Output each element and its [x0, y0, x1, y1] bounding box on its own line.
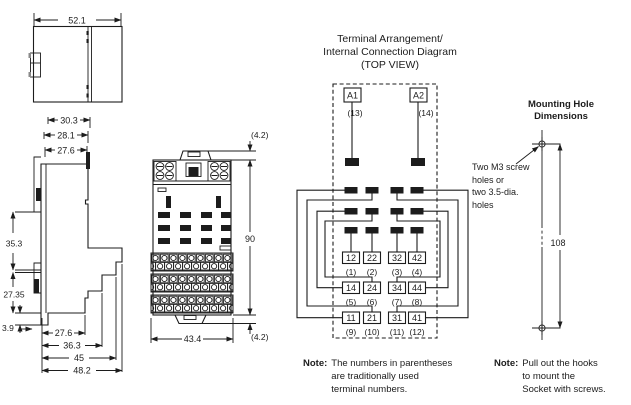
note2-line3: Socket with screws.: [522, 384, 606, 395]
terminal-31: 31: [392, 313, 402, 323]
mounting-hole-drawing: 108: [515, 130, 566, 340]
terminal-11: 11: [346, 313, 355, 323]
terminal-34: 34: [392, 283, 402, 293]
side-dim-35-3: 35.3: [6, 239, 23, 249]
mounting-title-line1: Mounting Hole: [528, 99, 594, 110]
screw-terminals-top: [155, 162, 229, 180]
mounting-hole-top: [532, 137, 561, 151]
side-view-drawing: 30.3 28.1 27.6 35.3 27.35 3.9 27.6 36.3 …: [2, 116, 123, 376]
terminal-number-boxes: 12 22 32 42 (1) (2) (3) (4) 14 24 34 44 …: [341, 251, 427, 337]
front-dim-4-2-top: (4.2): [251, 130, 269, 140]
side-dim-45: 45: [74, 353, 84, 363]
terminal-title-line1: Terminal Arrangement/: [337, 33, 443, 45]
terminal-41: 41: [412, 313, 422, 323]
front-view-body: [150, 150, 234, 325]
side-dim-36-3: 36.3: [63, 341, 81, 351]
callout-line2: holes or: [472, 174, 505, 185]
terminal-31-paren: (11): [390, 327, 405, 337]
top-view-drawing: 52.1: [28, 13, 123, 103]
terminal-24-paren: (6): [367, 297, 378, 307]
terminal-21-paren: (10): [364, 327, 379, 337]
side-dim-48-2: 48.2: [73, 366, 91, 376]
contact-pins: [344, 187, 424, 234]
terminal-44: 44: [412, 283, 422, 293]
relay-windows: [158, 212, 231, 244]
terminal-12-paren: (1): [346, 267, 357, 277]
terminal-21: 21: [367, 313, 377, 323]
terminal-42-paren: (4): [412, 267, 423, 277]
terminal-12: 12: [346, 253, 356, 263]
terminal-42: 42: [412, 253, 422, 263]
mounting-pitch-dimension: 108: [550, 143, 566, 329]
top-view-width-dimension: 52.1: [33, 13, 122, 26]
callout-arrow: [515, 146, 539, 165]
terminal-diagram-title: Terminal Arrangement/ Internal Connectio…: [285, 33, 495, 72]
callout-line3: two 3.5-dia.: [472, 187, 519, 197]
terminal-14: 14: [346, 283, 356, 293]
front-dim-4-2-bottom: (4.2): [251, 332, 269, 342]
side-view-bottom-dimensions: 27.6 36.3 45 48.2: [41, 264, 123, 376]
terminal-14-paren: (5): [346, 297, 357, 307]
front-view-width-dimension: 43.4: [150, 318, 234, 344]
side-dim-27-6-top: 27.6: [57, 146, 75, 156]
side-view-outline: [33, 152, 123, 326]
terminal-22-paren: (2): [367, 267, 378, 277]
side-dim-3-9: 3.9: [2, 323, 14, 333]
coil-a2-paren: (14): [418, 108, 433, 118]
side-view-top-dimensions: 30.3 28.1 27.6: [43, 116, 91, 163]
front-view-height-dimensions: (4.2) 90 (4.2): [202, 130, 269, 342]
terminal-strip: [150, 252, 234, 314]
note1-line3: terminal numbers.: [331, 384, 408, 395]
terminal-connection-diagram: A1 (13) A2 (14) 12 22: [296, 83, 469, 339]
terminal-44-paren: (8): [412, 297, 423, 307]
note1-label: Note:: [303, 358, 328, 369]
terminal-11-paren: (9): [346, 327, 357, 337]
top-view-width-label: 52.1: [68, 16, 86, 26]
mounting-dim-108: 108: [550, 238, 565, 248]
connection-routing: [296, 189, 469, 319]
terminal-title-line2: Internal Connection Diagram: [323, 46, 457, 58]
callout-line1: Two M3 screw: [472, 162, 530, 172]
note1-line1: The numbers in parentheses: [331, 358, 453, 369]
terminal-22: 22: [367, 253, 377, 263]
side-dim-27-6-bottom: 27.6: [55, 328, 73, 338]
mounting-hole-bottom: [532, 321, 561, 335]
note2-line2: to mount the: [522, 371, 576, 382]
terminal-32: 32: [392, 253, 402, 263]
terminal-title-line3: (TOP VIEW): [361, 59, 419, 71]
terminal-34-paren: (7): [392, 297, 403, 307]
mounting-title-line2: Dimensions: [534, 111, 588, 122]
coil-terminals: A1 (13) A2 (14): [343, 87, 434, 166]
note-mounting-hooks: Note: Pull out the hooks to mount the So…: [494, 357, 606, 396]
top-view-outline: [28, 25, 123, 103]
terminal-32-paren: (3): [392, 267, 403, 277]
side-dim-28-1: 28.1: [57, 131, 75, 141]
mounting-title: Mounting Hole Dimensions: [500, 99, 622, 123]
coil-a2-label: A2: [413, 91, 424, 101]
terminal-24: 24: [367, 283, 377, 293]
terminal-41-paren: (12): [409, 327, 424, 337]
front-view-drawing: 43.4 (4.2) 90 (4.2): [150, 130, 269, 344]
side-view-left-dimensions: 35.3 27.35 3.9: [2, 211, 41, 333]
note1-line2: are traditionally used: [331, 371, 419, 382]
callout-line4: holes: [472, 199, 494, 210]
front-dim-90: 90: [245, 234, 255, 244]
coil-a1-paren: (13): [347, 108, 362, 118]
note2-label: Note:: [494, 358, 519, 369]
side-dim-30-3: 30.3: [60, 116, 78, 126]
coil-a1-label: A1: [347, 91, 358, 101]
note2-line1: Pull out the hooks: [522, 358, 598, 369]
mounting-callout: Two M3 screw holes or two 3.5-dia. holes: [472, 161, 542, 211]
side-dim-27-35: 27.35: [3, 290, 25, 300]
note-terminal-numbers: Note: The numbers in parentheses are tra…: [303, 357, 452, 396]
front-dim-43-4: 43.4: [184, 334, 202, 344]
